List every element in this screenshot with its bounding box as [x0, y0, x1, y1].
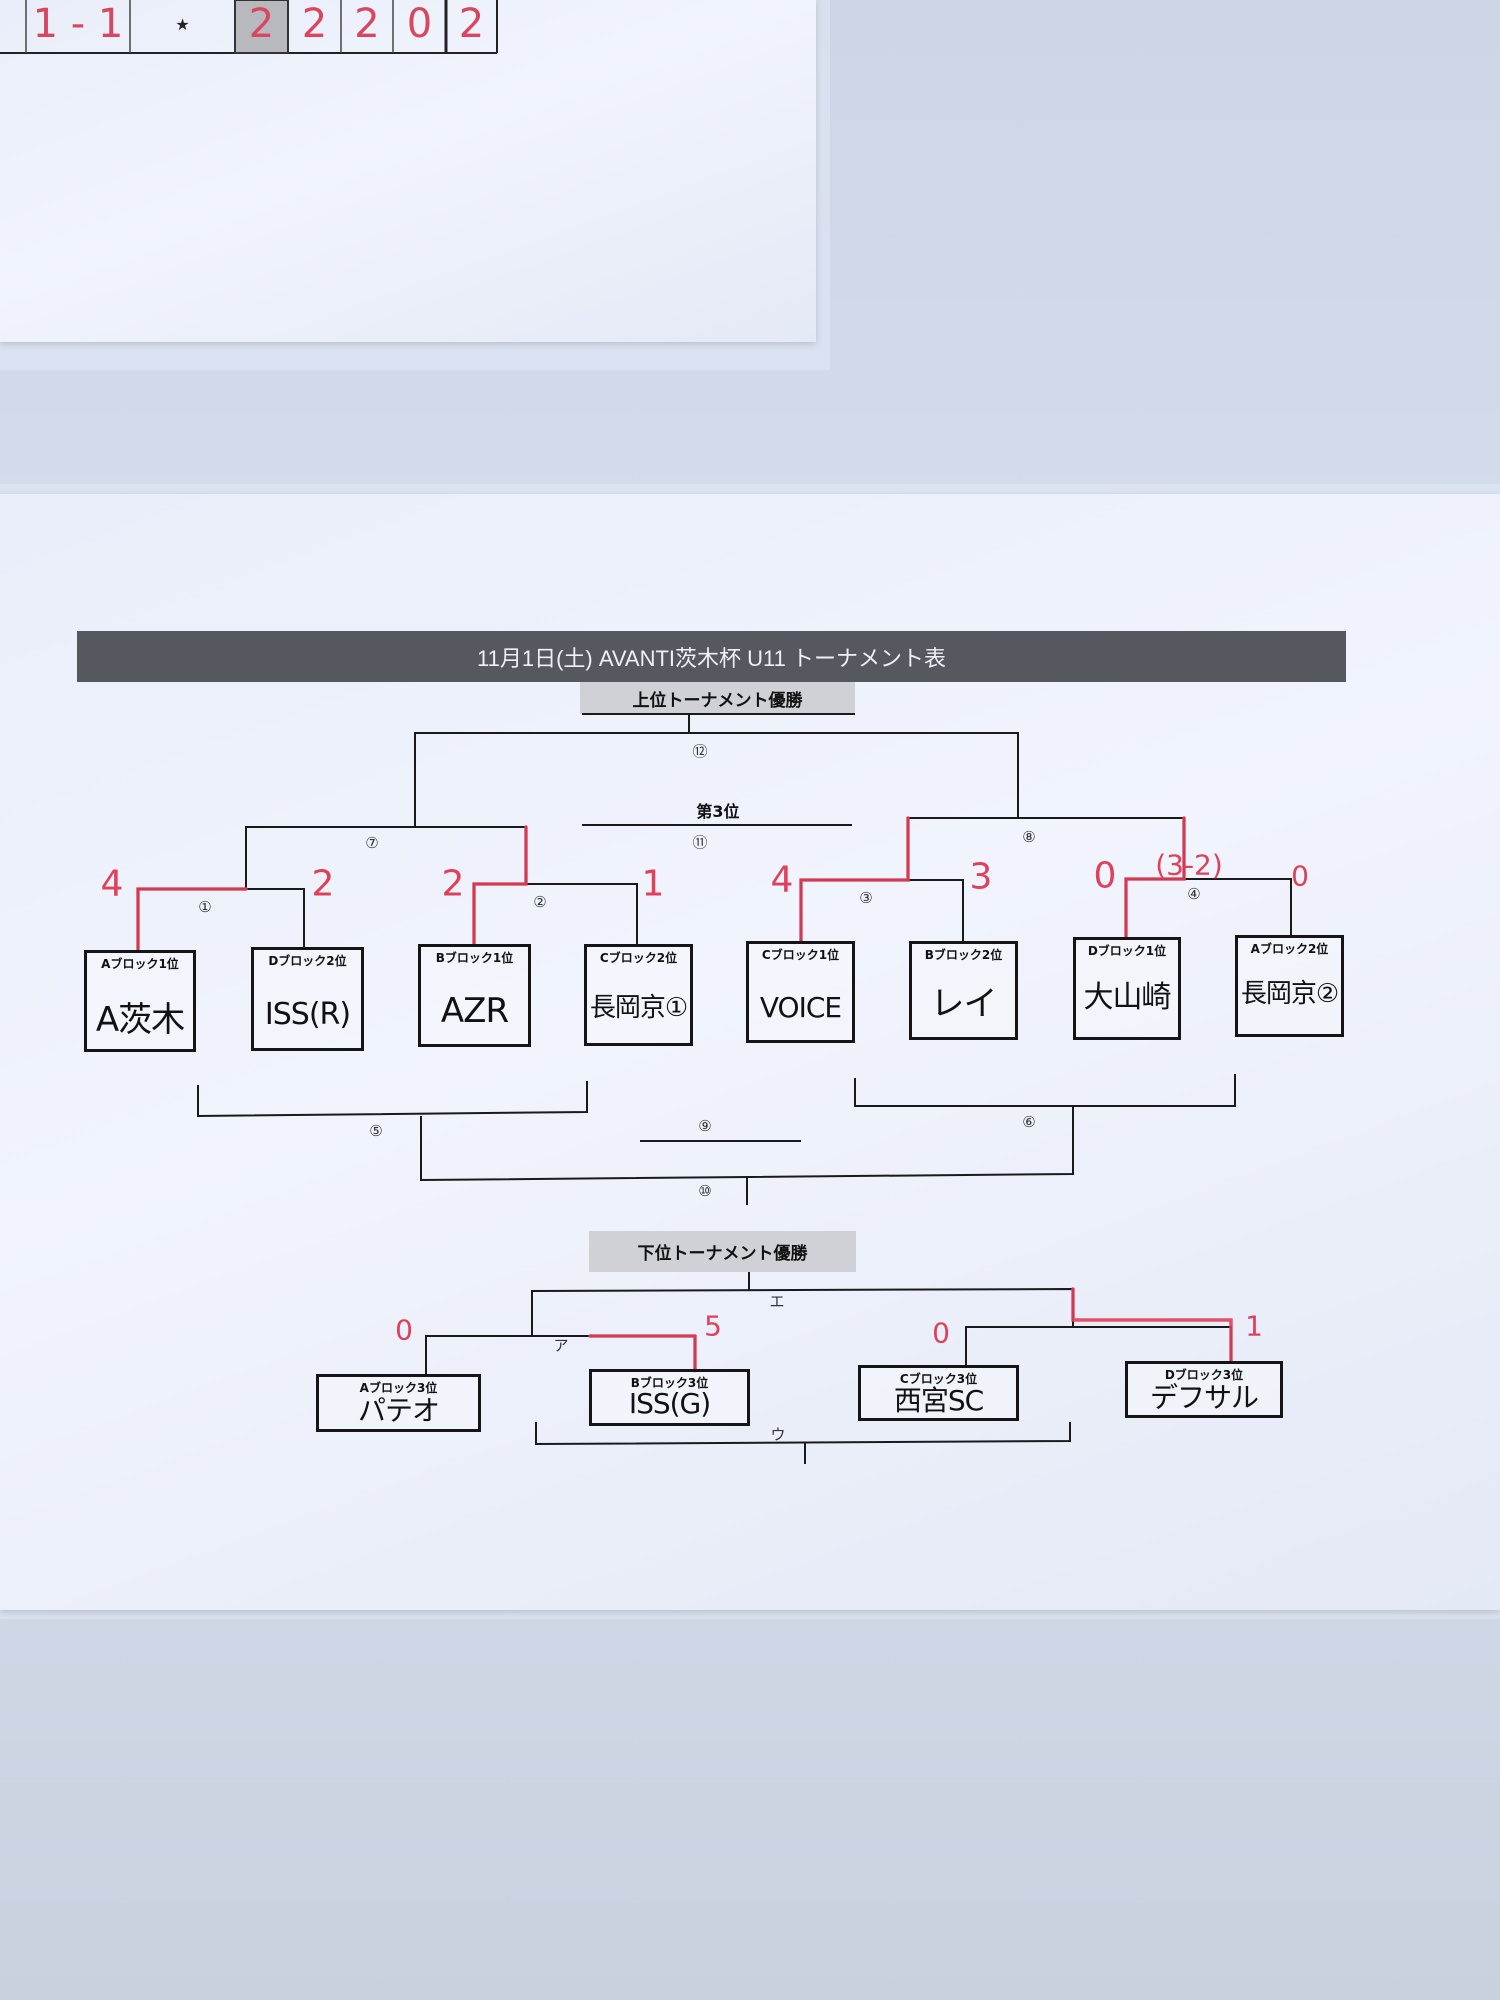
team-box: Bブロック1位 AZR [418, 944, 531, 1047]
team-name: AZR [440, 990, 509, 1031]
team-name: レイ [930, 984, 998, 1024]
team-name: VOICE [759, 990, 842, 1024]
team-box: Aブロック2位長岡京② [1235, 935, 1344, 1037]
top-sheet [0, 0, 816, 342]
table-cell: 2 [458, 1, 485, 47]
table-cell: 1 - 1 [32, 1, 124, 47]
score: 4 [100, 863, 124, 905]
match-number-4: ④ [1187, 885, 1201, 903]
team-box: Cブロック3位西宮SC [858, 1365, 1019, 1421]
score: 4 [770, 859, 794, 901]
team-box: Bブロック2位レイ [909, 941, 1018, 1040]
team-box: Dブロック3位デフサル [1125, 1361, 1283, 1418]
team-slot-label: Dブロック1位 [1087, 944, 1167, 958]
team-slot-label: Cブロック3位 [899, 1372, 978, 1386]
team-box: Dブロック2位 ISS(R) [251, 947, 364, 1051]
page-title: 11月1日(土) AVANTI茨木杯 U11 トーナメント表 [77, 631, 1346, 682]
score: 3 [969, 856, 993, 898]
team-name: 長岡京② [1240, 978, 1339, 1009]
score: 0 [1291, 859, 1309, 893]
table-cell: 2 [248, 1, 275, 47]
team-slot-label: Dブロック3位 [1164, 1368, 1244, 1382]
team-name: デフサル [1149, 1380, 1259, 1414]
team-name: A茨木 [95, 999, 185, 1040]
table-cell: 2 [301, 1, 328, 47]
team-slot-label: Bブロック2位 [924, 948, 1003, 962]
team-slot-label: Bブロック1位 [435, 951, 514, 965]
match-number-8: ⑧ [1022, 828, 1036, 846]
team-box: Aブロック1位 A茨木 [84, 950, 196, 1052]
score: 0 [1093, 855, 1117, 897]
match-label-a: ア [553, 1336, 569, 1355]
score: 5 [704, 1309, 722, 1343]
team-name: 大山崎 [1083, 979, 1172, 1015]
team-name: 西宮SC [893, 1384, 984, 1417]
team-box: Cブロック2位長岡京① [584, 944, 693, 1046]
team-slot-label: Aブロック2位 [1250, 942, 1329, 956]
team-name: パテオ [357, 1394, 440, 1427]
third-place-label: 第3位 [696, 802, 740, 821]
team-slot-label: Bブロック3位 [630, 1376, 709, 1390]
match-number-5: ⑤ [369, 1122, 383, 1140]
score: 2 [441, 863, 465, 905]
table-cell: 0 [406, 1, 433, 47]
results-table-grid [0, 0, 498, 54]
team-box: Dブロック1位大山崎 [1073, 937, 1181, 1040]
match-number-9: ⑨ [698, 1117, 712, 1135]
score: 0 [932, 1316, 950, 1350]
score: 0 [395, 1313, 413, 1347]
match-number-2: ② [533, 893, 547, 911]
match-label-e: エ [769, 1292, 785, 1311]
match-number-10: ⑩ [698, 1182, 712, 1200]
table-cell-star: ★ [175, 14, 190, 34]
team-name: ISS(G) [628, 1387, 711, 1420]
team-slot-label: Cブロック2位 [599, 951, 678, 965]
table-cell: 2 [354, 1, 380, 47]
score: 1 [641, 863, 665, 905]
pk-score-note: (3-2) [1155, 848, 1223, 882]
score: 1 [1245, 1309, 1263, 1343]
match-number-11: ⑪ [692, 833, 708, 852]
team-name: ISS(R) [264, 996, 351, 1032]
match-number-1: ① [198, 898, 212, 916]
match-number-12: ⑫ [692, 742, 708, 761]
team-slot-label: Dブロック2位 [268, 954, 347, 968]
results-table-row: 1 - 1 ★ 2 2 2 0 2 [0, 0, 500, 54]
team-slot-label: Aブロック1位 [101, 957, 179, 971]
score: 2 [311, 863, 335, 905]
team-box: Aブロック3位パテオ [316, 1374, 481, 1432]
match-label-u: ウ [770, 1425, 786, 1444]
match-number-7: ⑦ [365, 834, 379, 852]
team-box: Cブロック1位 VOICE [746, 941, 855, 1043]
upper-champion-label: 上位トーナメント優勝 [580, 682, 855, 714]
match-number-3: ③ [859, 889, 873, 907]
lower-champion-label: 下位トーナメント優勝 [589, 1231, 856, 1272]
team-name: 長岡京① [589, 992, 688, 1023]
match-number-6: ⑥ [1022, 1113, 1036, 1131]
team-slot-label: Cブロック1位 [761, 948, 840, 962]
team-slot-label: Aブロック3位 [359, 1381, 438, 1395]
